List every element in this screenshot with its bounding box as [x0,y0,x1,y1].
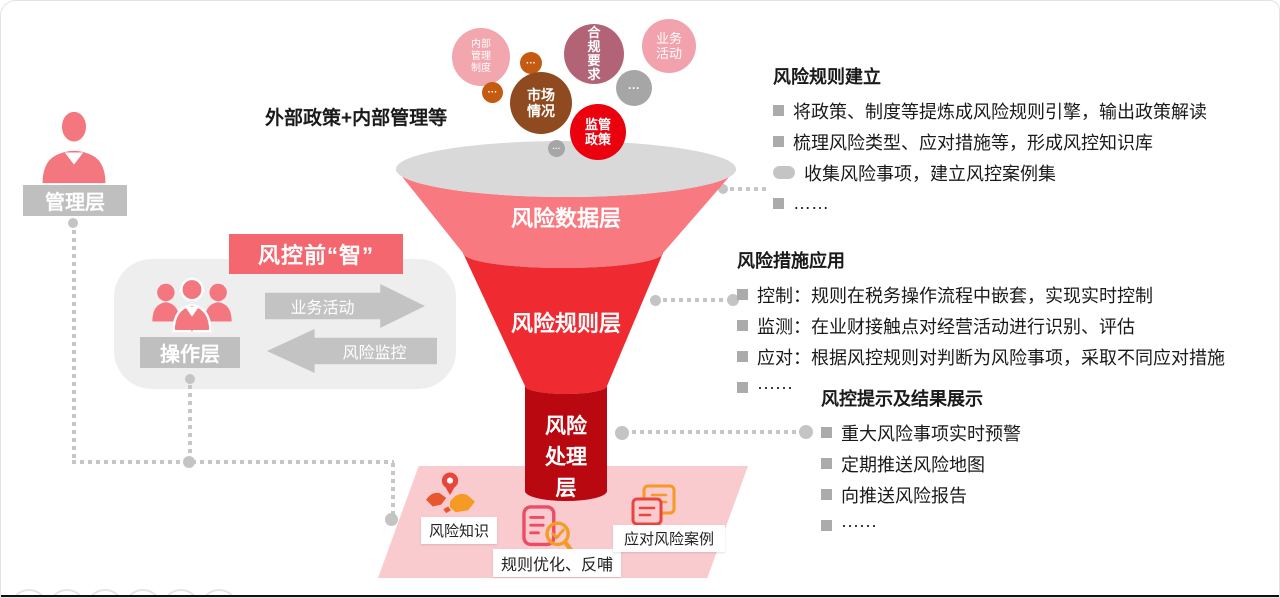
bullet-item: ······ [737,372,1225,403]
bullet-text: 梳理风险类型、应对措施等，形成风控知识库 [793,132,1153,153]
connector-node [183,456,195,468]
bullet-text: 定期推送风险地图 [841,454,985,475]
rule-optimization-label: 规则优化、反哺 [493,549,621,577]
bullet-square-icon [773,166,795,179]
block-title: 风险规则建立 [773,67,881,87]
risk-rules-layer-label: 风险规则层 [510,311,621,336]
bubble-compliance-requirements: 合 规 要 求 [564,24,624,84]
block-title: 风控提示及结果展示 [821,389,983,409]
connector-line [730,187,770,191]
bullet-square-icon [821,458,832,469]
bullet-item: 收集风险事项，建立风控案例集 [773,157,1207,188]
risk-data-layer-label: 风险数据层 [510,206,621,231]
bullet-pill-icon [773,198,784,209]
bullet-text: 重大风险事项实时预警 [841,423,1021,444]
rule-building-block: 风险规则建立 将政策、制度等提炼成风险规则引擎，输出政策解读 梳理风险类型、应对… [773,63,1207,219]
bullet-square-icon [737,289,748,300]
connector-line [72,230,76,461]
bullet-text: 监测：在业财接触点对经营活动进行识别、评估 [757,316,1135,337]
bubble-market-situation: 市场 情况 [510,72,572,134]
risk-knowledge-label: 风险知识 [421,517,497,544]
connector-line [188,385,192,461]
connector-node [727,294,739,306]
bullet-square-icon [773,136,784,147]
bullet-item: 将政策、制度等提炼成风险规则引擎，输出政策解读 [773,95,1207,126]
risk-funnel [396,141,736,501]
bullet-item: 重大风险事项实时预警 [821,417,1021,448]
bullet-square-icon [821,489,832,500]
bottom-edge-bar [1,595,1279,597]
bullet-item: ······ [821,510,1021,541]
operation-team-icon [152,277,232,333]
measure-application-block: 风险措施应用 控制：规则在税务操作流程中嵌套，实现实时控制 监测：在业财接触点对… [737,247,1225,403]
bullet-square-icon [773,105,784,116]
bubble-dots-orange: ··· [520,52,542,74]
bubble-dots-gray: ··· [548,140,565,157]
bullet-item: …… [773,188,1207,219]
bullet-item: 梳理风险类型、应对措施等，形成风控知识库 [773,126,1207,157]
bullet-text: …… [793,193,829,213]
external-internal-policy-label: 外部政策+内部管理等 [265,108,448,129]
bullet-item: 向推送风险报告 [821,479,1021,510]
bullet-text: 应对：根据风控规则对判断为风险事项，采取不同应对措施 [757,347,1225,368]
connector-node [615,426,629,440]
bullet-item: 应对：根据风控规则对判断为风险事项，采取不同应对措施 [737,341,1225,372]
connector-node [718,184,728,194]
management-layer-label: 管理层 [23,185,127,216]
connector-node [650,295,661,306]
bullet-square-icon [737,320,748,331]
bullet-square-icon [737,382,748,393]
arrow-forward-label: 业务活动 [290,300,355,317]
risk-cases-label: 应对风险案例 [613,525,725,552]
bullet-item: 监测：在业财接触点对经营活动进行识别、评估 [737,310,1225,341]
connector-node [185,374,195,384]
connector-line [391,463,395,515]
smart-risk-control-box: 风控前“智” [229,234,403,274]
bullet-item: 定期推送风险地图 [821,448,1021,479]
block-title: 风险措施应用 [737,251,845,271]
bubble-dots-gray: ··· [616,70,652,106]
bullet-text: 向推送风险报告 [841,485,967,506]
connector-node [68,218,78,228]
operation-layer-label: 操作层 [140,337,240,368]
connector-line [663,298,725,302]
rule-check-magnifier-icon [522,505,574,553]
bubble-dots-orange: ··· [482,82,503,103]
manager-person-icon [42,111,106,184]
connector-node [385,513,398,526]
bubble-internal-management: 内部 管理 制度 [452,28,510,86]
connector-line [632,430,798,434]
risk-handling-layer-label: 风险 处理 层 [545,415,587,500]
connector-line [72,460,394,464]
bullet-text: 收集风险事项，建立风控案例集 [804,163,1056,184]
bullet-square-icon [737,351,748,362]
risk-map-pin-icon [426,472,475,514]
result-display-block: 风控提示及结果展示 重大风险事项实时预警 定期推送风险地图 向推送风险报告 ··… [821,385,1021,541]
bubble-business-activities: 业务 活动 [642,19,696,73]
risk-case-documents-icon [631,484,676,526]
connector-node [799,425,813,439]
bullet-text: ······ [841,515,877,535]
bullet-text: 控制：规则在税务操作流程中嵌套，实现实时控制 [757,285,1153,306]
bullet-text: ······ [757,377,793,397]
bubble-regulatory-policy: 监管 政策 [570,104,626,160]
bullet-item: 控制：规则在税务操作流程中嵌套，实现实时控制 [737,279,1225,310]
arrow-back-label: 风险监控 [342,345,407,362]
bullet-square-icon [821,427,832,438]
bullet-text: 将政策、制度等提炼成风险规则引擎，输出政策解读 [793,101,1207,122]
bullet-square-icon [821,520,832,531]
